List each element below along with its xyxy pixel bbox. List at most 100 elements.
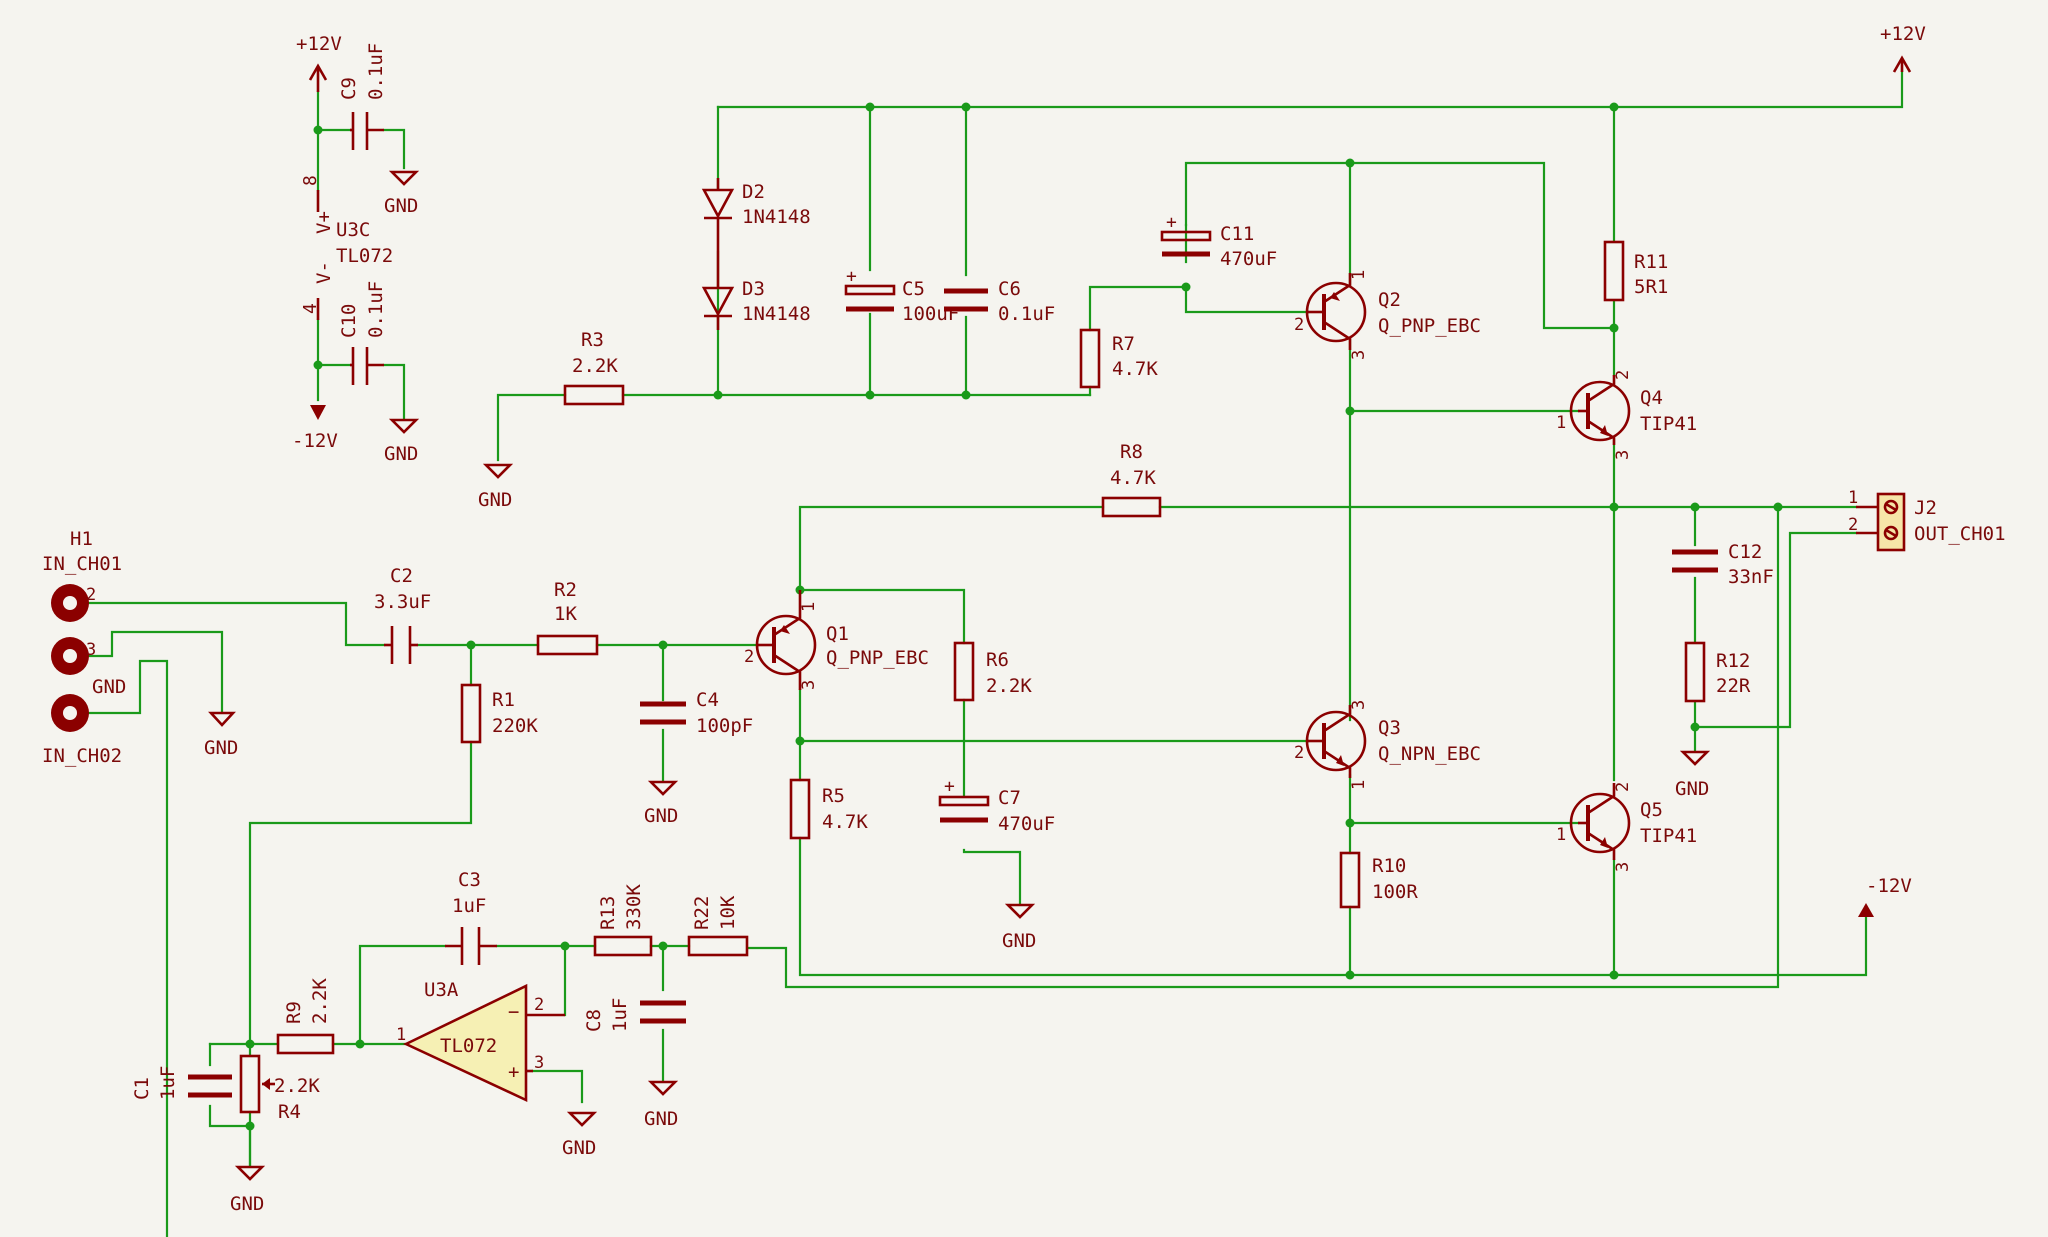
svg-text:C9: C9	[338, 77, 360, 100]
resistor-r22[interactable]: R22 10K	[687, 895, 749, 957]
gnd-label-r3: GND	[478, 489, 512, 511]
svg-text:1: 1	[1556, 825, 1566, 845]
capacitor-c9[interactable]: C9 0.1uF	[338, 43, 387, 150]
capacitor-c2[interactable]: C2 3.3uF	[374, 565, 431, 664]
svg-text:C10: C10	[338, 304, 360, 338]
svg-text:Q_PNP_EBC: Q_PNP_EBC	[826, 647, 929, 669]
svg-text:0.1uF: 0.1uF	[998, 303, 1055, 325]
wires	[68, 70, 1904, 1237]
svg-text:R6: R6	[986, 649, 1009, 671]
connector-h1[interactable]: 2 3 H1 IN_CH01 IN_CH02	[42, 528, 122, 767]
svg-text:330K: 330K	[623, 884, 645, 930]
svg-text:TIP41: TIP41	[1640, 413, 1697, 435]
gnd-label-c8: GND	[644, 1108, 678, 1130]
svg-text:C6: C6	[998, 278, 1021, 300]
svg-text:D3: D3	[742, 278, 765, 300]
opamp-u3c-power[interactable]: 8 4 V+ V- U3C TL072	[300, 175, 393, 320]
svg-text:-12V: -12V	[292, 430, 338, 452]
svg-text:3: 3	[1349, 700, 1369, 710]
svg-text:2: 2	[1848, 515, 1858, 535]
resistor-r12[interactable]: R12 22R	[1684, 641, 1751, 703]
svg-text:R12: R12	[1716, 650, 1750, 672]
resistor-r8[interactable]: R8 4.7K	[1101, 441, 1162, 518]
svg-text:2: 2	[744, 647, 754, 667]
svg-text:R11: R11	[1634, 251, 1668, 273]
svg-text:0.1uF: 0.1uF	[365, 43, 387, 100]
resistor-r3[interactable]: R3 2.2K	[563, 329, 625, 406]
svg-text:V+: V+	[313, 211, 335, 234]
svg-text:C11: C11	[1220, 223, 1254, 245]
capacitor-c10[interactable]: C10 0.1uF	[338, 281, 387, 385]
transistor-q3[interactable]: 2 3 1 Q3 Q_NPN_EBC	[1294, 700, 1481, 790]
svg-text:H1: H1	[70, 528, 93, 550]
svg-text:Q4: Q4	[1640, 387, 1663, 409]
resistor-r5[interactable]: R5 4.7K	[789, 778, 868, 840]
svg-text:C12: C12	[1728, 541, 1762, 563]
svg-text:10K: 10K	[717, 895, 739, 930]
capacitor-c11[interactable]: + C11 470uF	[1160, 212, 1277, 270]
svg-text:R3: R3	[581, 329, 604, 351]
svg-text:J2: J2	[1914, 497, 1937, 519]
svg-text:OUT_CH01: OUT_CH01	[1914, 523, 2006, 545]
svg-text:2.2K: 2.2K	[572, 355, 618, 377]
resistor-r1[interactable]: R1 220K	[460, 683, 538, 744]
gnd-label-c10: GND	[384, 443, 418, 465]
svg-text:470uF: 470uF	[998, 813, 1055, 835]
svg-text:3: 3	[1349, 350, 1369, 360]
gnd-label-u3a: GND	[562, 1137, 596, 1159]
svg-text:+12V: +12V	[296, 33, 342, 55]
potentiometer-r4[interactable]: 2.2K R4	[239, 1054, 320, 1123]
resistor-r10[interactable]: R10 100R	[1339, 851, 1418, 909]
svg-text:1K: 1K	[554, 603, 577, 625]
capacitor-c5[interactable]: + C5 100uF	[844, 266, 959, 325]
resistor-r7[interactable]: R7 4.7K	[1079, 328, 1158, 389]
capacitor-c8[interactable]: C8 1uF	[583, 998, 686, 1032]
svg-text:−: −	[508, 1001, 519, 1023]
svg-text:TL072: TL072	[440, 1035, 497, 1057]
resistor-r9[interactable]: R9 2.2K	[276, 978, 335, 1055]
transistor-q5[interactable]: 1 2 3 Q5 TIP41	[1556, 782, 1697, 872]
capacitor-c6[interactable]: C6 0.1uF	[944, 278, 1055, 325]
transistor-q2[interactable]: 2 1 3 Q2 Q_PNP_EBC	[1294, 270, 1481, 360]
svg-text:R13: R13	[597, 896, 619, 930]
svg-text:4.7K: 4.7K	[822, 811, 868, 833]
capacitor-c12[interactable]: C12 33nF	[1672, 541, 1774, 588]
svg-text:R10: R10	[1372, 855, 1406, 877]
connector-j2[interactable]: 1 2 J2 OUT_CH01	[1848, 488, 2006, 552]
gnd-label-c9: GND	[384, 195, 418, 217]
capacitor-c1[interactable]: C1 1uF	[131, 1066, 232, 1100]
svg-text:100pF: 100pF	[696, 715, 753, 737]
power-plus12-right: +12V	[1880, 23, 1926, 73]
capacitor-c3[interactable]: C3 1uF	[445, 869, 497, 965]
svg-text:1N4148: 1N4148	[742, 206, 811, 228]
svg-text:Q_NPN_EBC: Q_NPN_EBC	[1378, 743, 1481, 765]
svg-text:D2: D2	[742, 181, 765, 203]
transistor-q4[interactable]: 1 2 3 Q4 TIP41	[1556, 370, 1697, 460]
svg-text:33nF: 33nF	[1728, 566, 1774, 588]
resistor-r11[interactable]: R11 5R1	[1603, 240, 1668, 302]
svg-text:V-: V-	[313, 261, 335, 284]
transistor-q1[interactable]: 2 1 3 Q1 Q_PNP_EBC	[744, 590, 929, 690]
svg-text:R4: R4	[278, 1101, 301, 1123]
power-minus12-right: -12V	[1858, 875, 1912, 917]
svg-text:R8: R8	[1120, 441, 1143, 463]
power-plus12-left: +12V	[296, 33, 342, 92]
capacitor-c4[interactable]: C4 100pF	[640, 689, 753, 737]
opamp-u3a[interactable]: − + TL072 U3A 1 2 3	[396, 979, 565, 1103]
svg-text:U3A: U3A	[424, 979, 459, 1001]
resistor-r2[interactable]: R2 1K	[536, 579, 599, 656]
svg-text:2.2K: 2.2K	[309, 978, 331, 1024]
svg-text:R22: R22	[691, 896, 713, 930]
resistor-r6[interactable]: R6 2.2K	[953, 641, 1032, 702]
svg-text:8: 8	[300, 175, 321, 186]
capacitor-c7[interactable]: + C7 470uF	[938, 776, 1055, 835]
svg-text:220K: 220K	[492, 715, 538, 737]
resistor-r13[interactable]: R13 330K	[593, 884, 653, 957]
svg-text:0.1uF: 0.1uF	[365, 281, 387, 338]
diode-d3[interactable]: D3 1N4148	[701, 264, 811, 330]
gnd-label-h1: GND	[92, 676, 126, 698]
svg-text:TL072: TL072	[336, 245, 393, 267]
diode-d2[interactable]: D2 1N4148	[701, 178, 811, 264]
svg-text:1: 1	[396, 1025, 406, 1045]
